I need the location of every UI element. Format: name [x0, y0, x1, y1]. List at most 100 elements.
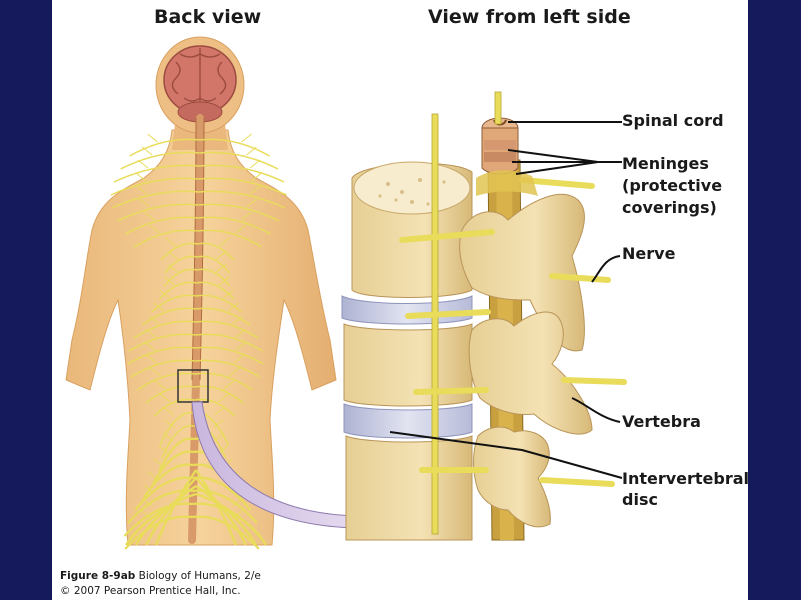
- label-vertebra: Vertebra: [622, 412, 701, 431]
- nerve-twig: [145, 328, 156, 338]
- nerve-branch: [196, 281, 235, 300]
- nerve-branch: [198, 190, 286, 209]
- nerve-twig: [249, 159, 261, 169]
- nerve-twig: [233, 354, 245, 364]
- nerve-twig: [235, 341, 247, 351]
- nerve-branch: [153, 398, 195, 417]
- nerve-twig: [228, 302, 239, 312]
- nerve-branch: [197, 216, 271, 235]
- nerve-twig: [223, 289, 234, 299]
- label-disc: disc: [622, 490, 658, 509]
- disc-lower: [343, 403, 473, 439]
- nerve-branch: [163, 268, 198, 287]
- nerve-branch: [196, 268, 231, 287]
- nerve-twig: [235, 224, 247, 234]
- nerve-twig: [159, 393, 171, 403]
- leader-meninges: [507, 149, 622, 175]
- nerve-twig: [153, 458, 165, 468]
- sacral-nerve: [144, 477, 197, 546]
- spinal-nerve-rod: [519, 177, 595, 189]
- sacral-nerve: [134, 485, 197, 546]
- nerve-twig: [141, 497, 152, 507]
- nerve-branch: [198, 164, 285, 183]
- spinal-nerve-rod: [413, 387, 489, 395]
- spinal-nerve-rod: [561, 377, 627, 385]
- nerve-twig: [167, 250, 179, 260]
- back-nerves: [110, 133, 288, 550]
- spinal-nerve-rod: [539, 477, 615, 487]
- nerve-twig: [251, 172, 262, 182]
- nerve-twig: [153, 302, 165, 312]
- nerve-twig: [158, 445, 170, 455]
- nerve-twig: [148, 315, 160, 325]
- nerve-branch: [133, 320, 197, 339]
- nerve-twig: [135, 172, 147, 182]
- disc-upper: [341, 295, 473, 325]
- nerve-twig: [218, 276, 230, 286]
- leader-vertebra: [571, 397, 621, 423]
- nerve-branch: [145, 385, 195, 404]
- vertebral-body-lower: [345, 435, 473, 541]
- nerve-branch: [143, 463, 194, 498]
- side-nerves: [399, 177, 627, 487]
- nerve-branch: [117, 203, 199, 222]
- sacral-nerve: [195, 485, 258, 546]
- nerve-twig: [214, 406, 225, 416]
- book-title: Biology of Humans, 2/e: [138, 570, 261, 582]
- nerve-branch: [199, 151, 279, 170]
- nerve-branch: [198, 203, 280, 222]
- sacral-nerve: [195, 492, 268, 546]
- nerve-branch: [197, 255, 231, 274]
- leader-lines: [389, 121, 623, 479]
- nerve-branch: [192, 476, 252, 511]
- nerve-twig: [216, 250, 227, 260]
- nerve-branch: [123, 502, 193, 537]
- spinous-process-lower: [473, 426, 551, 528]
- nerve-branch: [161, 424, 195, 459]
- nerve-twig: [149, 224, 160, 234]
- label-meninges-line3: coverings): [622, 198, 717, 217]
- label-spinal-cord: Spinal cord: [622, 111, 724, 130]
- label-meninges: Meninges: [622, 154, 709, 173]
- figure-panel: Back view View from left side Spinal cor…: [52, 0, 748, 600]
- label-intervertebral: Intervertebral: [622, 469, 748, 488]
- nerve-twig: [232, 315, 244, 325]
- nerve-branch: [141, 307, 197, 326]
- nerve-twig: [241, 133, 252, 143]
- nerve-branch: [196, 294, 242, 313]
- nerve-twig: [235, 328, 247, 338]
- nerve-branch: [195, 320, 259, 339]
- copyright-notice: © 2007 Pearson Prentice Hall, Inc.: [60, 585, 241, 597]
- nerve-twig: [165, 237, 176, 247]
- nerve-twig: [164, 276, 175, 286]
- nerve-branch: [128, 333, 196, 352]
- title-back-view: Back view: [154, 6, 262, 28]
- nerve-branch: [194, 385, 244, 404]
- nerve-twig: [229, 367, 240, 377]
- nerve-twig: [144, 341, 156, 351]
- nerve-twig: [144, 211, 155, 221]
- sacral-nerve: [154, 469, 197, 546]
- nerve-branch: [127, 489, 193, 524]
- spinal-nerve-rod: [399, 229, 495, 243]
- nerve-branch: [159, 411, 195, 446]
- nerve-twig: [164, 419, 175, 429]
- nerve-branch: [197, 229, 262, 248]
- nerve-twig: [167, 263, 178, 273]
- nerve-twig: [163, 406, 174, 416]
- nerve-branch: [199, 138, 270, 157]
- nerve-branch: [196, 307, 251, 326]
- nerve-twig: [250, 185, 261, 195]
- spinal-nerve-rod: [405, 309, 491, 319]
- nerve-twig: [162, 432, 174, 442]
- nerve-branch: [192, 489, 258, 524]
- figure-id: Figure 8-9ab: [60, 570, 136, 582]
- title-left-side-view: View from left side: [428, 6, 631, 28]
- nerve-twig: [146, 354, 157, 364]
- nerve-branch: [158, 281, 197, 300]
- nerve-branch: [194, 372, 253, 391]
- nerve-branch: [133, 229, 198, 248]
- vertebral-body-top-surface: [353, 161, 471, 215]
- nerve-twig: [218, 237, 230, 247]
- anatomy-illustration: [65, 36, 627, 550]
